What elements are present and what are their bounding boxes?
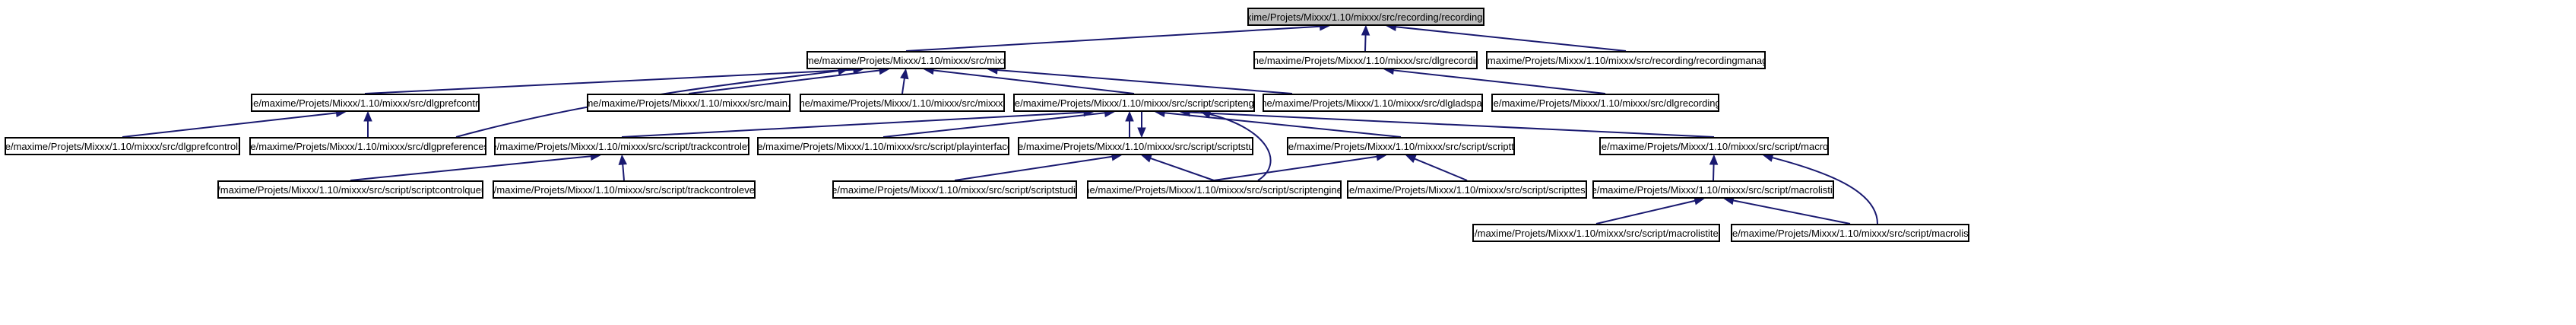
- arrowhead-trackcontrolevent_cpp-to-trackcontrolevent_h: [618, 154, 628, 165]
- node-macrolistitem-h[interactable]: /home/maxime/Projets/Mixxx/1.10/mixxx/sr…: [1592, 180, 1834, 199]
- edge-macrolistitem_h-to-macrolist_h: [1713, 164, 1715, 181]
- edge-recordingmanager_cpp-to-recordingmanager_h: [1396, 26, 1627, 52]
- edge-macrolist_h-to-scriptengine_h: [1189, 111, 1715, 138]
- node-dlgpreferences-cpp[interactable]: /home/maxime/Projets/Mixxx/1.10/mixxx/sr…: [249, 137, 486, 155]
- node-scriptengine-h[interactable]: /home/maxime/Projets/Mixxx/1.10/mixxx/sr…: [1013, 94, 1255, 112]
- edge-scriptengine_h-to-mixxx_h: [933, 69, 1135, 94]
- node-dlgrecording-h[interactable]: /home/maxime/Projets/Mixxx/1.10/mixxx/sr…: [1253, 51, 1478, 69]
- edge-trackcontrolevent_h-to-scriptengine_h: [621, 111, 1085, 138]
- node-macrolist-h[interactable]: /home/maxime/Projets/Mixxx/1.10/mixxx/sr…: [1599, 137, 1829, 155]
- arrowhead-scriptengine_h-to-scriptstudio_h: [1137, 127, 1146, 139]
- node-scriptstudio-h[interactable]: /home/maxime/Projets/Mixxx/1.10/mixxx/sr…: [1018, 137, 1253, 155]
- node-mixxx-h[interactable]: /home/maxime/Projets/Mixxx/1.10/mixxx/sr…: [806, 51, 1006, 69]
- node-macrolistitem-cpp[interactable]: /home/maxime/Projets/Mixxx/1.10/mixxx/sr…: [1472, 224, 1720, 242]
- edge-macrolist_cpp-to-macrolistitem_h: [1732, 199, 1851, 225]
- edge-scriptengine_cpp-to-scriptstudio_h: [1150, 158, 1215, 181]
- edge-scriptengine_cpp-to-scriptengine_h: [1209, 113, 1272, 181]
- edge-main_cpp-to-mixxx_h: [688, 69, 880, 94]
- node-dlgprefcontrols-h[interactable]: /home/maxime/Projets/Mixxx/1.10/mixxx/sr…: [251, 94, 480, 112]
- node-trackcontrolevent-cpp[interactable]: /home/maxime/Projets/Mixxx/1.10/mixxx/sr…: [493, 180, 756, 199]
- arrowhead-macrolistitem_h-to-macrolist_h: [1709, 154, 1719, 165]
- node-dlgladspa-cpp[interactable]: /home/maxime/Projets/Mixxx/1.10/mixxx/sr…: [1263, 94, 1483, 112]
- edge-macrolistitem_cpp-to-macrolistitem_h: [1595, 199, 1696, 225]
- arrowhead-scripttest_cpp-to-scripttest_h: [1405, 155, 1417, 164]
- edge-dlgprefcontrols_h-to-mixxx_h: [364, 69, 854, 94]
- arrowhead-scriptengine_cpp-to-scriptstudio_h: [1141, 154, 1152, 163]
- node-scripttest-cpp[interactable]: /home/maxime/Projets/Mixxx/1.10/mixxx/sr…: [1347, 180, 1587, 199]
- edge-playinterface_cpp-to-scriptengine_h: [882, 112, 1105, 138]
- edge-mixxx_cpp-to-mixxx_h: [901, 78, 905, 94]
- arrowhead-scriptstudio_h-to-scriptengine_h: [1125, 110, 1134, 122]
- edge-scriptstudio_cpp-to-scriptstudio_h: [954, 155, 1113, 181]
- edge-dlgpreferences_cpp-to-mixxx_h: [455, 69, 839, 138]
- edge-scripttest_cpp-to-scripttest_h: [1414, 158, 1468, 181]
- node-mixxx-cpp[interactable]: /home/maxime/Projets/Mixxx/1.10/mixxx/sr…: [800, 94, 1005, 112]
- node-recordingmanager-h: /home/maxime/Projets/Mixxx/1.10/mixxx/sr…: [1247, 8, 1484, 26]
- arrowhead-dlgrecording_h-to-recordingmanager_h: [1361, 24, 1370, 36]
- node-dlgprefcontrols-cpp[interactable]: /home/maxime/Projets/Mixxx/1.10/mixxx/sr…: [5, 137, 240, 155]
- node-playinterface-cpp[interactable]: /home/maxime/Projets/Mixxx/1.10/mixxx/sr…: [757, 137, 1009, 155]
- node-scripttest-h[interactable]: /home/maxime/Projets/Mixxx/1.10/mixxx/sr…: [1287, 137, 1515, 155]
- edge-scripttest_h-to-scriptengine_h: [1164, 112, 1402, 138]
- node-scriptcontrolqueue-cpp[interactable]: /home/maxime/Projets/Mixxx/1.10/mixxx/sr…: [217, 180, 483, 199]
- edge-dlgrecording_cpp-to-dlgrecording_h: [1393, 69, 1606, 94]
- edge-scriptengine_cpp-to-scripttest_h: [1213, 155, 1377, 181]
- node-scriptengine-cpp[interactable]: /home/maxime/Projets/Mixxx/1.10/mixxx/sr…: [1087, 180, 1342, 199]
- node-dlgrecording-cpp[interactable]: /home/maxime/Projets/Mixxx/1.10/mixxx/sr…: [1491, 94, 1719, 112]
- arrowhead-dlgpreferences_cpp-to-dlgprefcontrols_h: [363, 110, 372, 122]
- edge-trackcontrolevent_cpp-to-trackcontrolevent_h: [622, 164, 625, 181]
- edge-dlgprefcontrols_cpp-to-dlgprefcontrols_h: [122, 112, 337, 138]
- edge-scriptcontrolqueue_cpp-to-trackcontrolevent_h: [350, 155, 591, 181]
- edge-dlgladspa_cpp-to-mixxx_h: [996, 69, 1293, 94]
- node-trackcontrolevent-h[interactable]: /home/maxime/Projets/Mixxx/1.10/mixxx/sr…: [494, 137, 749, 155]
- arrowhead-mixxx_cpp-to-mixxx_h: [900, 68, 909, 80]
- node-macrolist-cpp[interactable]: /home/maxime/Projets/Mixxx/1.10/mixxx/sr…: [1731, 224, 1969, 242]
- edge-dlgrecording_h-to-recordingmanager_h: [1364, 34, 1367, 52]
- node-scriptstudio-cpp[interactable]: /home/maxime/Projets/Mixxx/1.10/mixxx/sr…: [832, 180, 1077, 199]
- edge-mixxx_h-to-recordingmanager_h: [905, 25, 1320, 52]
- node-main-cpp[interactable]: /home/maxime/Projets/Mixxx/1.10/mixxx/sr…: [587, 94, 791, 112]
- edge-macrolist_cpp-to-macrolist_h: [1772, 157, 1878, 225]
- node-recordingmanager-cpp[interactable]: /home/maxime/Projets/Mixxx/1.10/mixxx/sr…: [1486, 51, 1766, 69]
